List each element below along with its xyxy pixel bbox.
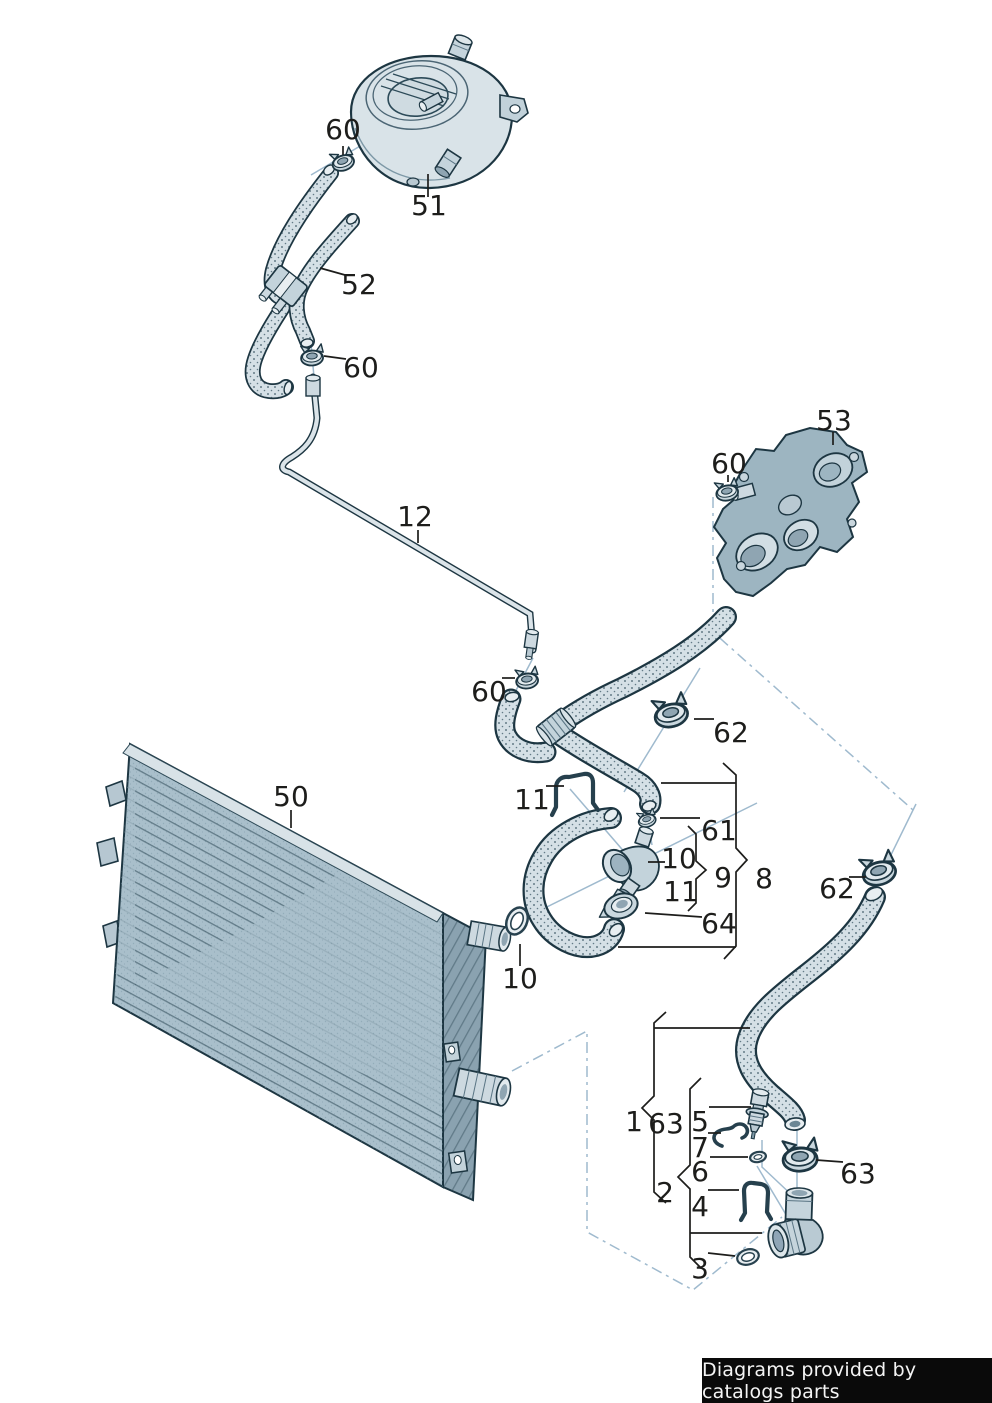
callout-62-1: 62 [713,716,749,749]
callout-3: 3 [691,1252,709,1285]
pipe-12-top-fitting [305,374,321,397]
callout-11-1: 11 [514,783,550,816]
footer-credit: Diagrams provided by catalogs parts [702,1358,992,1403]
callout-8: 8 [755,862,773,895]
temperature-sensor-5 [745,1088,770,1140]
brace-8 [722,762,749,960]
coolant-hoses [494,606,886,1131]
retaining-clip-7 [712,1122,750,1148]
callout-52: 52 [341,268,377,301]
flange-64 [598,888,639,920]
clamp-62-1 [649,690,693,732]
leader-52 [319,267,346,276]
callout-53: 53 [816,404,852,437]
radiator-bottom-outlet [452,1067,512,1107]
hose-union-coupling [535,707,577,747]
thermostat-housing [712,426,869,598]
axis-sensor [761,1140,797,1200]
connecting-piece-10 [601,826,660,905]
clamp-63 [780,1136,821,1174]
leader-64 [644,912,703,918]
callout-5: 5 [691,1105,709,1138]
axis-housing-path [712,497,914,811]
tank-body [349,54,514,190]
callout-1: 1 [625,1105,643,1138]
connector-top-nipple [634,826,655,848]
callout-64: 64 [701,907,737,940]
callout-10-1: 10 [661,842,697,875]
callout-60-1: 60 [325,113,361,146]
pipe-12 [279,373,540,660]
callout-12: 12 [397,500,433,533]
callout-61: 61 [701,814,737,847]
o-ring-3 [736,1248,760,1266]
leader-3 [707,1252,736,1257]
callout-63-2: 63 [840,1157,876,1190]
pipe-12-end-fitting [523,628,540,660]
leader-63-2 [815,1159,844,1163]
retaining-clip-4 [738,1180,774,1223]
o-ring-10 [504,906,530,936]
callout-60-4: 60 [711,447,747,480]
callout-2: 2 [656,1176,674,1209]
o-ring-6 [749,1150,767,1164]
tank-nozzle [434,148,462,178]
tank-spout [418,91,444,112]
tank-nub [406,177,420,187]
callout-50: 50 [273,780,309,813]
callout-7: 7 [691,1131,709,1164]
tank-filler-neck [447,34,473,61]
clamp-62-2 [856,847,901,891]
callout-62-2: 62 [819,872,855,905]
callout-51: 51 [411,189,447,222]
radiator-top-band [122,743,444,923]
callout-60-3: 60 [471,675,507,708]
callout-labels: 60 51 52 60 12 60 53 60 62 11 61 10 9 11… [273,113,876,1285]
callout-60-2: 60 [343,351,379,384]
callout-63-1: 63 [648,1107,684,1140]
radiator-top-outlet [466,920,512,952]
radiator [96,742,512,1202]
hose-52-connector [258,265,308,315]
axis-bottom-path [511,1029,783,1291]
radiator-fins-upper [135,756,345,985]
callout-11-2: 11 [663,875,699,908]
leader-60-2 [323,355,347,360]
callout-10-2: 10 [502,962,538,995]
brace-9 [687,825,708,912]
brace-2 [676,1077,702,1269]
radiator-tab [105,779,127,808]
callout-6: 6 [691,1155,709,1188]
radiator-fins-lower [115,968,443,1182]
radiator-tab [96,836,119,868]
callout-9: 9 [714,861,732,894]
callout-4: 4 [691,1190,709,1223]
leader-lines [290,146,866,1269]
expansion-tank [349,34,529,190]
elbow-fitting-2 [767,1187,824,1259]
retaining-clip-11 [549,771,601,818]
radiator-clip-tab [447,1150,469,1174]
hose-52 [244,164,360,400]
brace-1 [640,1011,667,1204]
radiator-clip-tab [442,1041,462,1063]
